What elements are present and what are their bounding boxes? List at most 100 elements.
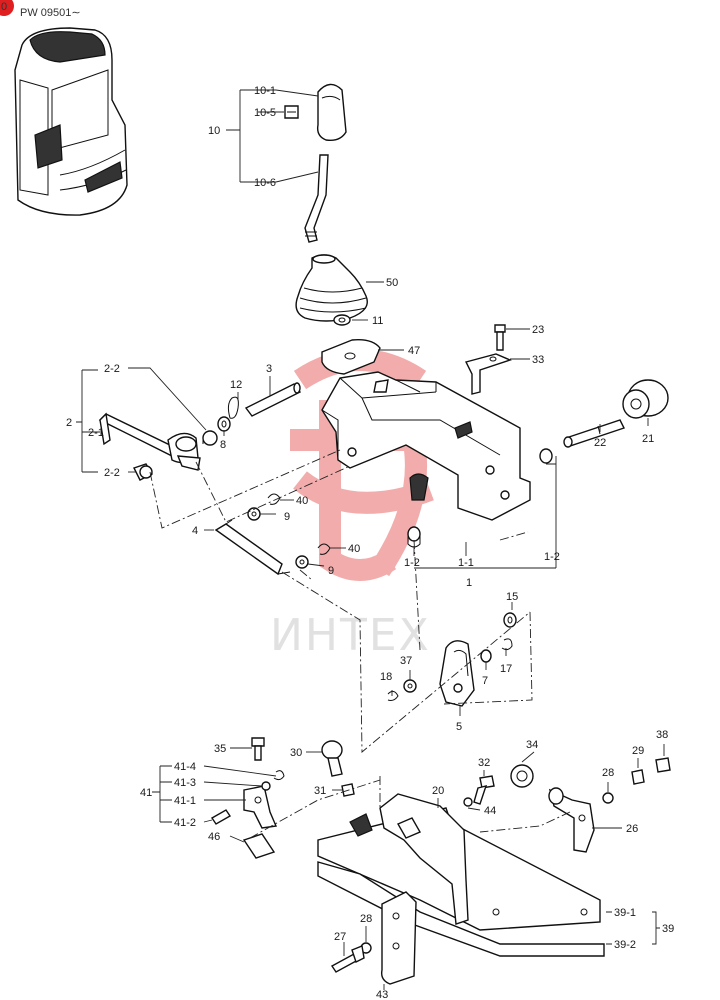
label-2-2-top: 2-2 — [104, 363, 120, 375]
plate-39-2 — [317, 861, 605, 957]
rod-4 — [214, 519, 291, 576]
label-22: 22 — [594, 437, 606, 449]
bolt-23 — [494, 324, 506, 351]
label-30: 30 — [290, 747, 302, 759]
label-46: 46 — [208, 831, 220, 843]
pin-41-2 — [211, 809, 231, 825]
clip-18 — [387, 690, 399, 701]
bolt-27 — [330, 945, 365, 973]
pin-3 — [244, 382, 302, 417]
clevis-26 — [548, 787, 595, 853]
assembly-lines — [149, 449, 571, 839]
label-39-2: 39-2 — [614, 939, 636, 951]
clip-41-4 — [273, 770, 285, 781]
label-11: 11 — [372, 315, 383, 327]
bushing-2-2-bottom — [133, 463, 153, 481]
label-41-2: 41-2 — [174, 817, 196, 829]
label-15: 15 — [506, 591, 518, 603]
label-31: 31 — [314, 785, 326, 797]
washer-8 — [217, 416, 231, 432]
label-10-1: 10-1 — [254, 85, 276, 97]
label-34: 34 — [526, 739, 538, 751]
label-9-bottom: 9 — [328, 565, 334, 577]
header-badge: 0 — [1, 1, 7, 13]
bushing-2-2-top — [202, 430, 218, 446]
bolt-32 — [473, 775, 495, 805]
part-labels: 10 10-1 10-5 10-6 50 11 47 23 33 2 2-1 2… — [66, 85, 674, 1000]
label-40-top: 40 — [296, 495, 308, 507]
bolt-35 — [251, 737, 265, 761]
nut-38 — [655, 757, 671, 773]
label-5: 5 — [456, 721, 462, 733]
label-10-5: 10-5 — [254, 107, 276, 119]
label-21: 21 — [642, 433, 654, 445]
plate-47 — [321, 338, 381, 375]
label-33: 33 — [532, 354, 544, 366]
label-12: 12 — [230, 379, 242, 391]
shaft-22 — [563, 419, 625, 448]
washer-15 — [503, 612, 517, 628]
label-1-2-right: 1-2 — [544, 551, 560, 563]
label-20: 20 — [432, 785, 444, 797]
lever-2-1 — [98, 412, 201, 471]
label-27: 27 — [334, 931, 346, 943]
label-28-top: 28 — [602, 767, 614, 779]
label-41-3: 41-3 — [174, 777, 196, 789]
label-41-4: 41-4 — [174, 761, 196, 773]
label-3: 3 — [266, 363, 272, 375]
label-44: 44 — [484, 805, 496, 817]
bearing-21 — [622, 379, 669, 419]
lever-knob-10-1 — [316, 83, 347, 142]
label-23: 23 — [532, 324, 544, 336]
bushing-1-2-right — [539, 448, 553, 464]
label-1-2-left: 1-2 — [404, 557, 420, 569]
lever-rod-10-6 — [304, 154, 329, 243]
washer-41-3 — [261, 781, 271, 791]
label-2-2-bottom: 2-2 — [104, 467, 120, 479]
label-9-top: 9 — [284, 511, 290, 523]
label-2: 2 — [66, 417, 72, 429]
label-10: 10 — [208, 125, 220, 137]
nut-11 — [333, 314, 351, 326]
label-47: 47 — [408, 345, 420, 357]
bracket-46 — [242, 833, 276, 859]
washer-28-top — [602, 792, 614, 804]
label-43: 43 — [376, 989, 388, 1000]
rubber-boot-50 — [295, 254, 368, 322]
watermark-text: ИНТЕХ — [270, 610, 431, 661]
lever-housing-main — [349, 793, 469, 925]
washer-37 — [403, 679, 417, 693]
label-39: 39 — [662, 923, 674, 935]
label-40-bottom: 40 — [348, 543, 360, 555]
label-1: 1 — [466, 577, 472, 589]
cab-thumbnail-icon — [14, 27, 128, 216]
label-4: 4 — [192, 525, 198, 537]
header: 0 PW 09501∼ — [0, 0, 81, 19]
label-28-bottom: 28 — [360, 913, 372, 925]
washer-9-bottom — [295, 555, 309, 569]
clip-17 — [501, 638, 513, 651]
label-41: 41 — [140, 787, 152, 799]
label-10-6: 10-6 — [254, 177, 276, 189]
label-1-1: 1-1 — [458, 557, 474, 569]
label-35: 35 — [214, 743, 226, 755]
label-8: 8 — [220, 439, 226, 451]
nut-29 — [631, 769, 645, 785]
bushing-34 — [510, 764, 534, 788]
label-26: 26 — [626, 823, 638, 835]
label-39-1: 39-1 — [614, 907, 636, 919]
main-bracket-1-1 — [321, 371, 531, 521]
clip-12 — [227, 396, 239, 419]
bracket-33 — [464, 353, 512, 395]
label-50: 50 — [386, 277, 398, 289]
label-2-1: 2-1 — [88, 427, 104, 439]
bracket-43 — [380, 891, 417, 985]
label-17: 17 — [500, 663, 512, 675]
label-18: 18 — [380, 671, 392, 683]
bracket-41-1 — [243, 785, 278, 829]
label-37: 37 — [400, 655, 412, 667]
header-badge-icon — [0, 0, 14, 16]
label-32: 32 — [478, 757, 490, 769]
label-41-1: 41-1 — [174, 795, 196, 807]
